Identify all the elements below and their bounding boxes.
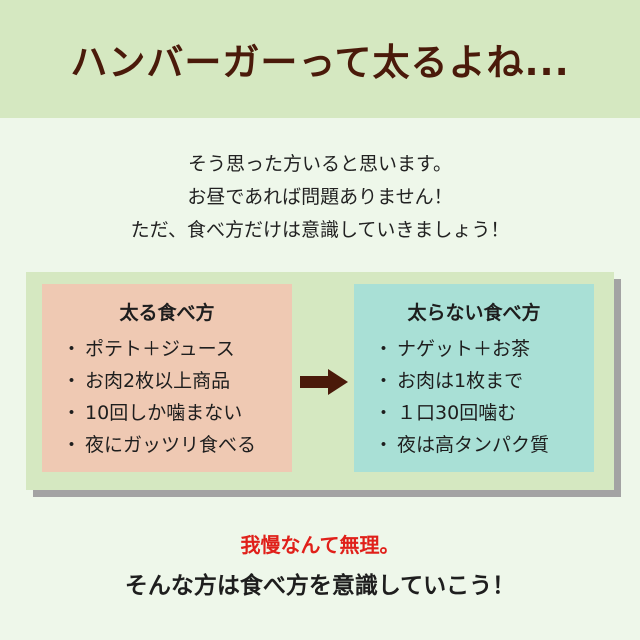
list-item: ・10回しか噛まない bbox=[62, 397, 292, 429]
list-item: ・お肉2枚以上商品 bbox=[62, 365, 292, 397]
list-item-text: お肉は1枚まで bbox=[397, 370, 524, 392]
list-item-text: お肉2枚以上商品 bbox=[85, 370, 231, 392]
list-item-text: 10回しか噛まない bbox=[85, 402, 243, 424]
list-item: ・１口30回噛む bbox=[374, 397, 594, 429]
fattening-eating-list: ・ポテト＋ジュース ・お肉2枚以上商品 ・10回しか噛まない ・夜にガッツリ食べ… bbox=[62, 333, 292, 461]
page-title: ハンバーガーって太るよね... bbox=[70, 41, 570, 84]
fattening-eating-title: 太る食べ方 bbox=[119, 302, 215, 324]
closing-call-to-action: そんな方は食べ方を意識していこう！ bbox=[124, 573, 516, 599]
bullet: ・ bbox=[374, 402, 394, 424]
bullet: ・ bbox=[62, 402, 82, 424]
non-fattening-eating-box: 太らない食べ方 ・ナゲット＋お茶 ・お肉は1枚まで ・１口30回噛む ・夜は高タ… bbox=[354, 284, 594, 472]
bullet: ・ bbox=[374, 434, 394, 456]
bullet: ・ bbox=[62, 338, 82, 360]
non-fattening-eating-list: ・ナゲット＋お茶 ・お肉は1枚まで ・１口30回噛む ・夜は高タンパク質 bbox=[374, 333, 594, 461]
closing-message: 我慢なんて無理。 そんな方は食べ方を意識していこう！ bbox=[0, 528, 640, 606]
bullet: ・ bbox=[62, 434, 82, 456]
list-item-text: 夜は高タンパク質 bbox=[397, 434, 550, 456]
right-arrow-icon bbox=[300, 369, 348, 395]
list-item: ・お肉は1枚まで bbox=[374, 365, 594, 397]
fattening-eating-box: 太る食べ方 ・ポテト＋ジュース ・お肉2枚以上商品 ・10回しか噛まない ・夜に… bbox=[42, 284, 292, 472]
list-item-text: ナゲット＋お茶 bbox=[397, 338, 531, 360]
bullet: ・ bbox=[374, 338, 394, 360]
intro-line: そう思った方いると思います。 bbox=[187, 153, 453, 175]
list-item: ・夜は高タンパク質 bbox=[374, 429, 594, 461]
intro-line: ただ、食べ方だけは意識していきましょう！ bbox=[130, 219, 510, 241]
list-item: ・夜にガッツリ食べる bbox=[62, 429, 292, 461]
list-item: ・ポテト＋ジュース bbox=[62, 333, 292, 365]
non-fattening-eating-title: 太らない食べ方 bbox=[407, 302, 541, 324]
list-item-text: 夜にガッツリ食べる bbox=[85, 434, 257, 456]
intro-text: そう思った方いると思います。 お昼であれば問題ありません！ ただ、食べ方だけは意… bbox=[0, 148, 640, 247]
intro-line: お昼であれば問題ありません！ bbox=[187, 186, 453, 208]
closing-warning: 我慢なんて無理。 bbox=[240, 533, 400, 557]
bullet: ・ bbox=[62, 370, 82, 392]
header-banner: ハンバーガーって太るよね... bbox=[0, 0, 640, 118]
list-item: ・ナゲット＋お茶 bbox=[374, 333, 594, 365]
list-item-text: １口30回噛む bbox=[397, 402, 517, 424]
list-item-text: ポテト＋ジュース bbox=[85, 338, 235, 360]
comparison-panel: 太る食べ方 ・ポテト＋ジュース ・お肉2枚以上商品 ・10回しか噛まない ・夜に… bbox=[26, 272, 614, 490]
bullet: ・ bbox=[374, 370, 394, 392]
